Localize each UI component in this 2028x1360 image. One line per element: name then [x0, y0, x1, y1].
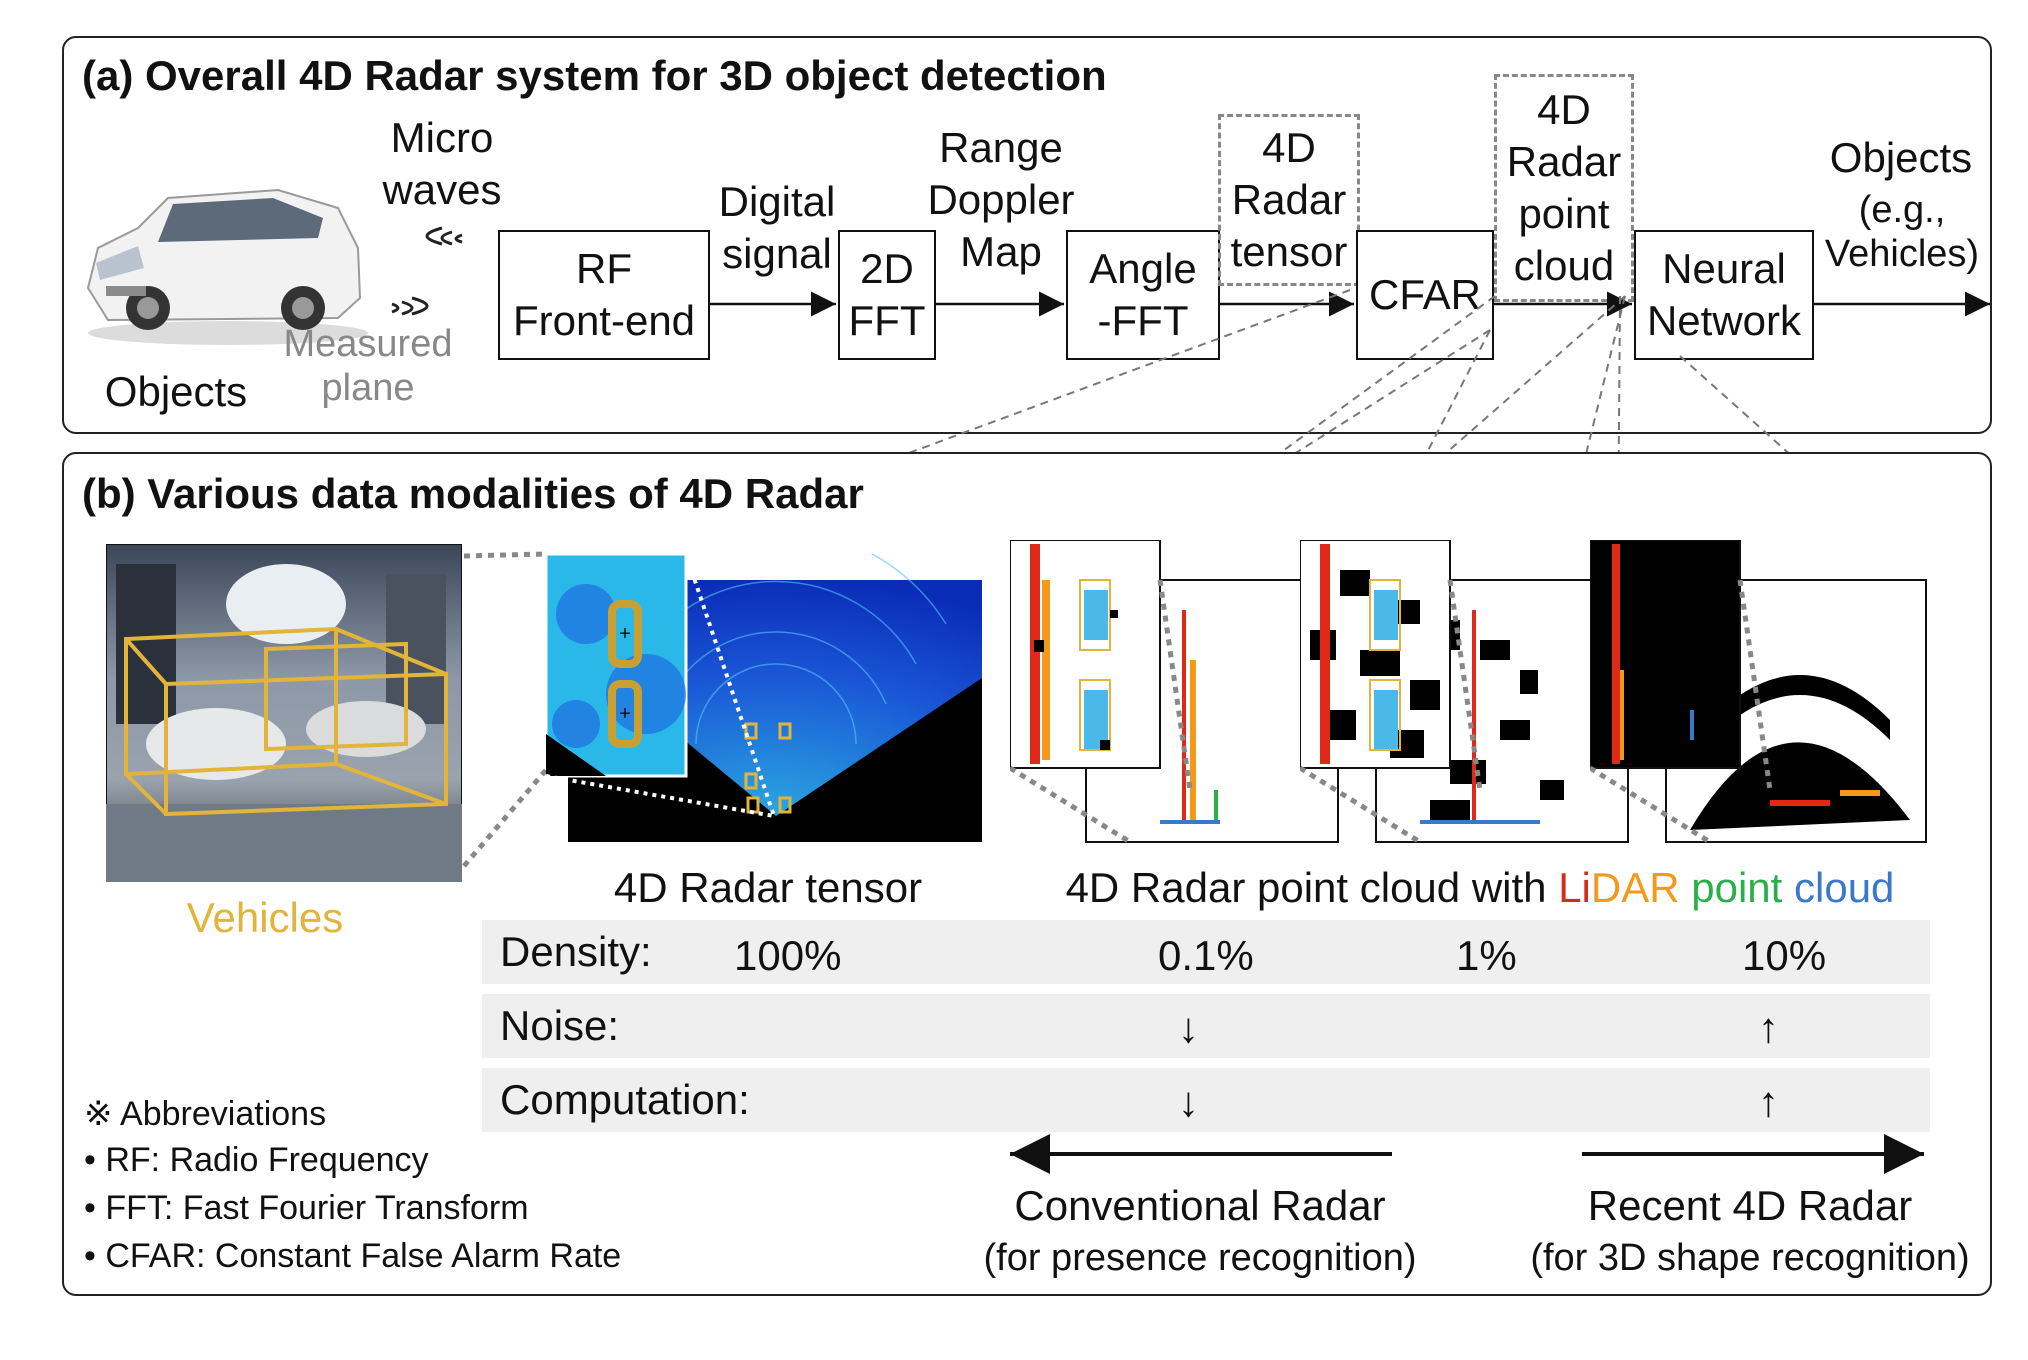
fft-box-text: 2D FFT	[848, 245, 926, 344]
range-doppler-label: Range Doppler Map	[916, 122, 1086, 278]
point-cloud-box: 4D Radar point cloud	[1494, 74, 1634, 302]
point-cloud-text: 4D Radar point cloud	[1506, 86, 1622, 289]
radar-tensor-text: 4D Radar tensor	[1230, 124, 1348, 275]
density-value-1: 0.1%	[1158, 932, 1254, 979]
point-cloud-image-2	[1300, 540, 1629, 845]
radar-tensor-box: 4D Radar tensor	[1218, 114, 1360, 286]
computation-down-arrow: ↓	[1178, 1078, 1199, 1125]
point-cloud-caption: 4D Radar point cloud with LiDAR point cl…	[1040, 862, 1920, 914]
computation-row	[482, 1068, 1930, 1132]
noise-row	[482, 994, 1930, 1058]
noise-up-arrow: ↑	[1758, 1004, 1779, 1051]
recent-radar-title: Recent 4D Radar	[1587, 1182, 1913, 1229]
cfar-text: CFAR	[1368, 271, 1481, 318]
car-image	[86, 188, 368, 345]
output-objects-label: Objects	[1829, 134, 1973, 181]
radar-tensor-image: + +	[546, 554, 982, 842]
pc-caption-dar: DAR	[1590, 864, 1680, 911]
fft-2d-box: 2D FFT	[838, 230, 936, 360]
computation-up-arrow: ↑	[1758, 1078, 1779, 1125]
density-label: Density:	[500, 928, 652, 975]
abbreviations-heading: ※ Abbreviations	[84, 1095, 327, 1133]
abbreviation-fft: • FFT: Fast Fourier Transform	[84, 1189, 529, 1227]
range-doppler-text: Range Doppler Map	[927, 124, 1075, 275]
conventional-radar-title: Conventional Radar	[1014, 1182, 1386, 1229]
density-value-3: 10%	[1742, 932, 1827, 979]
angle-fft-text: Angle -FFT	[1089, 245, 1197, 344]
cfar-box: CFAR	[1356, 230, 1494, 360]
output-vehicles-label: (e.g., Vehicles)	[1812, 188, 1992, 276]
conventional-radar-sub: (for presence recognition)	[983, 1237, 1417, 1279]
pc-caption-li: Li	[1558, 864, 1591, 911]
svg-text:+: +	[619, 703, 631, 725]
rf-box-text: RF Front-end	[512, 245, 696, 344]
objects-label: Objects	[104, 368, 248, 415]
measured-plane-text: Measured plane	[283, 323, 453, 409]
microwaves-label: Micro waves	[362, 112, 522, 216]
density-value-tensor: 100%	[734, 932, 842, 979]
camera-image	[106, 544, 462, 882]
digital-signal-text: Digital signal	[718, 178, 836, 277]
pc-caption-cloud: cloud	[1794, 864, 1895, 911]
vehicles-label: Vehicles	[186, 894, 344, 941]
density-row	[482, 920, 1930, 984]
angle-fft-box: Angle -FFT	[1066, 230, 1220, 360]
abbreviation-cfar: • CFAR: Constant False Alarm Rate	[84, 1237, 622, 1275]
digital-signal-label: Digital signal	[702, 176, 852, 280]
computation-label: Computation:	[500, 1076, 750, 1123]
pc-caption-prefix: 4D Radar point cloud with	[1065, 864, 1559, 911]
abbreviation-rf: • RF: Radio Frequency	[84, 1141, 429, 1179]
point-cloud-image-1	[1010, 540, 1339, 845]
microwaves-text: Micro waves	[382, 114, 502, 213]
noise-label: Noise:	[500, 1002, 620, 1049]
microwave-icon	[391, 226, 463, 316]
output-vehicles-text: (e.g., Vehicles)	[1824, 189, 1980, 275]
rf-front-end-box: RF Front-end	[498, 230, 710, 360]
neural-network-text: Neural Network	[1646, 245, 1802, 344]
density-value-2: 1%	[1456, 932, 1517, 979]
tensor-caption: 4D Radar tensor	[613, 864, 923, 911]
recent-radar-sub: (for 3D shape recognition)	[1530, 1237, 1970, 1279]
panel-a-title: (a) Overall 4D Radar system for 3D objec…	[82, 52, 1107, 99]
pc-caption-point: point	[1691, 864, 1783, 911]
point-cloud-image-3	[1590, 540, 1927, 845]
svg-text:+: +	[619, 623, 631, 645]
noise-down-arrow: ↓	[1178, 1004, 1199, 1051]
measured-plane-label: Measured plane	[278, 322, 458, 410]
neural-network-box: Neural Network	[1634, 230, 1814, 360]
panel-b-title: (b) Various data modalities of 4D Radar	[82, 470, 864, 517]
